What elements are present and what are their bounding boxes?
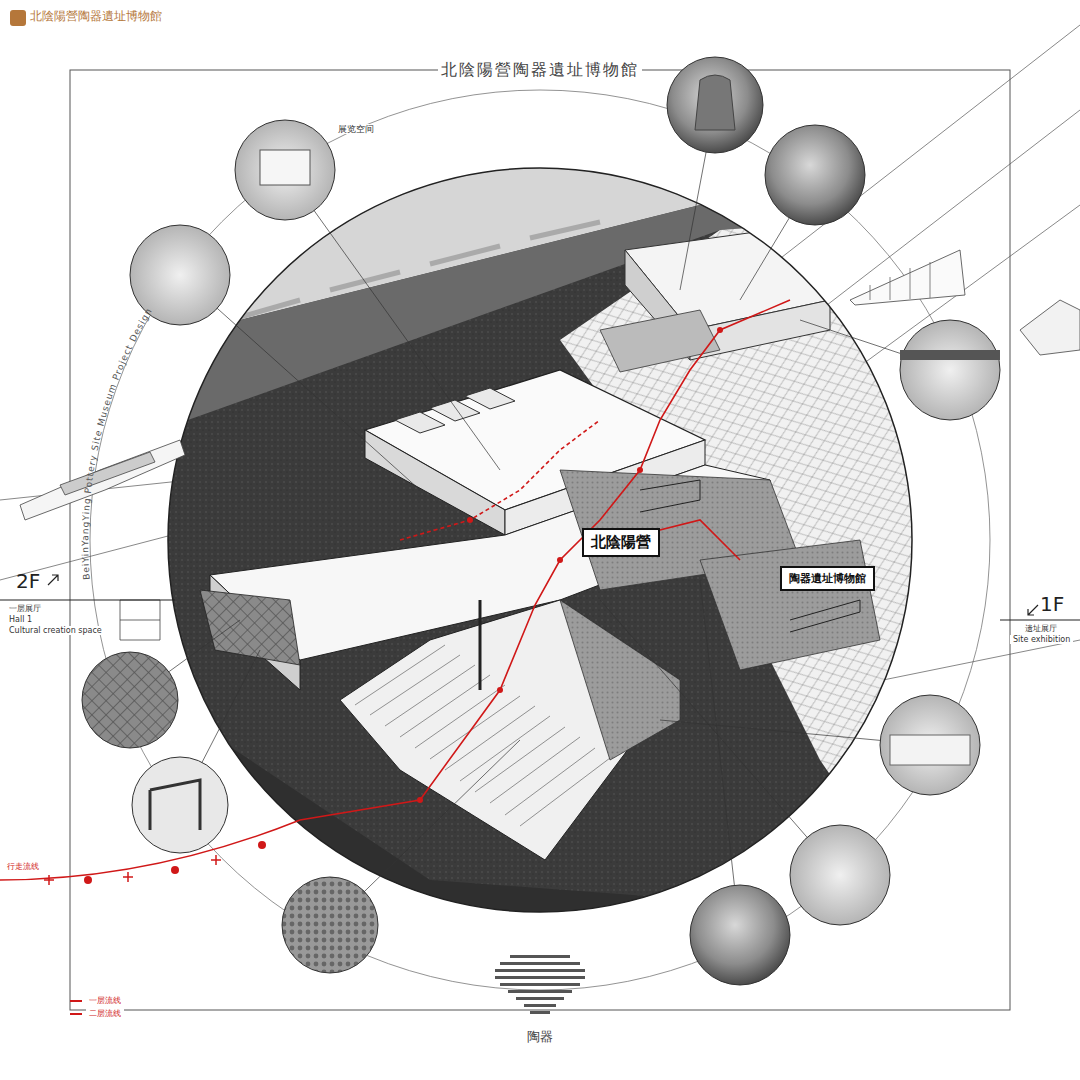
legend-text: 二层流线 <box>86 1009 124 1018</box>
sign-board: 陶器遺址博物館 <box>780 566 875 591</box>
site-scene <box>160 160 930 920</box>
floor-note: Hall 1 <box>6 615 35 624</box>
legend-text: 一层流线 <box>86 996 124 1005</box>
floor-note: Cultural creation space <box>6 626 105 635</box>
legend-sample <box>70 1000 82 1002</box>
sign-board: 北陰陽營 <box>582 528 660 557</box>
scene-circle <box>168 168 912 912</box>
detail-insets <box>82 57 1000 985</box>
floor-note: Site exhibition <box>1010 635 1073 644</box>
arc-title-text: BeiYinYangYing Pottery Site Museum Proje… <box>80 306 154 580</box>
floor-note: 遗址展厅 <box>1022 624 1060 633</box>
floor-note: 一层展厅 <box>6 604 44 613</box>
floor-label: 1F <box>1040 593 1064 616</box>
section-models <box>20 250 1080 640</box>
legend-sample <box>70 1013 82 1015</box>
frame <box>70 70 1010 1010</box>
orbit-ring <box>90 90 990 990</box>
corner-title: 北陰陽營陶器遺址博物館 <box>30 10 162 24</box>
pot-emblem <box>495 955 585 1014</box>
route-label: 行走流线 <box>4 862 42 871</box>
emblem-label: 陶器 <box>527 1030 553 1045</box>
arc-title: BeiYinYangYing Pottery Site Museum Proje… <box>80 306 154 580</box>
sign-text: 陶器遺址博物館 <box>789 572 866 585</box>
floor-arrows <box>0 575 1080 620</box>
logo-mark <box>10 10 26 26</box>
title: 北陰陽營陶器遺址博物館 <box>438 61 642 79</box>
floor-label: 2F <box>16 570 40 593</box>
sign-text: 北陰陽營 <box>591 533 651 551</box>
space-label: 展览空间 <box>335 124 377 134</box>
